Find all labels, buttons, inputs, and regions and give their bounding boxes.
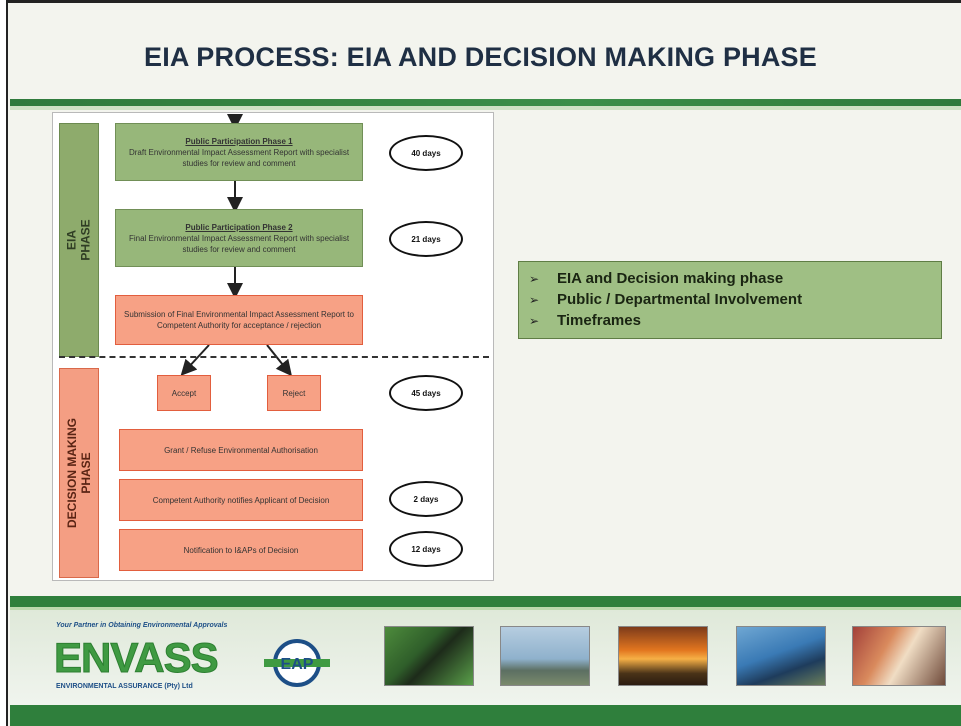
envass-logo: Your Partner in Obtaining Environmental … [52,620,372,698]
eap-mark-text: EAP [281,656,314,673]
duration-oval-40-days: 40 days [389,135,463,171]
photo-thumbnail-sunset [618,626,708,686]
flowchart-panel: EIA PHASE DECISION MAKING PHASE Public P… [52,112,494,581]
photo-thumbnail-industry [500,626,590,686]
title-divider [10,99,961,106]
duration-oval-21-days: 21 days [389,221,463,257]
eap-logo-icon: EAP [264,639,330,687]
bullet-text: EIA and Decision making phase [557,270,784,287]
box-text: Grant / Refuse Environmental Authorisati… [164,445,318,455]
title-divider-light [10,106,961,110]
box-heading: Public Participation Phase 2 [185,222,293,232]
logo-tagline: Your Partner in Obtaining Environmental … [56,622,228,629]
box-text: Final Environmental Impact Assessment Re… [128,233,350,254]
box-text: Reject [282,388,306,398]
key-points-box: ➢ EIA and Decision making phase ➢ Public… [518,261,942,339]
logo-subtitle: ENVIRONMENTAL ASSURANCE (Pty) Ltd [56,683,193,690]
duration-oval-12-days: 12 days [389,531,463,567]
duration-oval-2-days: 2 days [389,481,463,517]
photo-thumbnail-nature [384,626,474,686]
box-heading: Public Participation Phase 1 [185,136,293,146]
duration-oval-45-days: 45 days [389,375,463,411]
footer-divider-light [10,607,961,610]
accept-box: Accept [157,375,211,411]
grant-refuse-box: Grant / Refuse Environmental Authorisati… [119,429,363,471]
eia-phase-label: EIA PHASE [65,219,93,261]
bullet-text: Public / Departmental Involvement [557,291,803,308]
logo-wordmark: ENVASS [54,634,220,682]
box-text: Notification to I&APs of Decision [183,545,299,555]
box-text: Accept [171,388,197,398]
eia-phase-band: EIA PHASE [59,123,99,357]
phase-divider [59,356,489,358]
decision-making-phase-label: DECISION MAKING PHASE [65,417,94,529]
bullet-text: Timeframes [557,312,641,329]
box-text: Draft Environmental Impact Assessment Re… [128,147,350,168]
photo-thumbnail-solar [736,626,826,686]
decision-making-phase-band: DECISION MAKING PHASE [59,368,99,578]
public-participation-phase-1-box: Public Participation Phase 1 Draft Envir… [115,123,363,181]
box-text: Submission of Final Environmental Impact… [124,310,354,330]
bullet-item: ➢ Timeframes [525,310,941,331]
box-text: Competent Authority notifies Applicant o… [152,495,330,505]
photo-thumbnail-people [852,626,946,686]
notify-iaps-box: Notification to I&APs of Decision [119,529,363,571]
footer-divider [10,596,961,607]
submission-box: Submission of Final Environmental Impact… [115,295,363,345]
bullet-item: ➢ EIA and Decision making phase [525,268,941,289]
slide-title: EIA PROCESS: EIA AND DECISION MAKING PHA… [144,42,817,72]
public-participation-phase-2-box: Public Participation Phase 2 Final Envir… [115,209,363,267]
notify-applicant-box: Competent Authority notifies Applicant o… [119,479,363,521]
bullet-item: ➢ Public / Departmental Involvement [525,289,941,310]
reject-box: Reject [267,375,321,411]
arrow-bullet-icon: ➢ [529,271,540,286]
arrow-bullet-icon: ➢ [529,313,540,328]
footer-bottom-bar [10,705,961,726]
arrow-bullet-icon: ➢ [529,292,540,307]
